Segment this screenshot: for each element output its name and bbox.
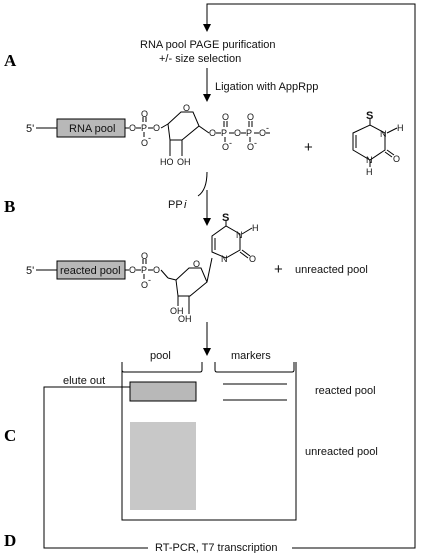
svg-text:P: P (141, 123, 147, 133)
ppi-release-arrow (197, 171, 208, 197)
panel-label-c: C (4, 426, 16, 445)
appRpp-structure (125, 111, 270, 156)
svg-text:P: P (246, 128, 252, 138)
elute-out-label: elute out (63, 375, 105, 387)
svg-text:O: O (153, 123, 160, 133)
svg-text:H: H (252, 223, 259, 233)
svg-text:O: O (141, 280, 148, 290)
svg-text:O: O (141, 109, 148, 119)
svg-text:OH: OH (178, 314, 192, 324)
thiouracil-structure (352, 119, 398, 167)
svg-text:O: O (393, 154, 400, 164)
reacted-nucleotide-structure (125, 220, 253, 314)
svg-text:H: H (366, 167, 373, 177)
plus-sign-top: + (304, 139, 313, 156)
svg-text:P: P (221, 128, 227, 138)
svg-text:O: O (247, 142, 254, 152)
svg-text:-: - (254, 138, 257, 148)
svg-text:O: O (249, 254, 256, 264)
ppi-label: PP (168, 199, 183, 211)
purification-text: RNA pool PAGE purification (140, 39, 276, 51)
reacted-pool-gel-label: reacted pool (315, 385, 376, 397)
appRpp-atoms: O P O O - O O HO OH O P O O - O P O O - … (129, 103, 269, 167)
svg-text:HO: HO (160, 157, 174, 167)
svg-text:O: O (153, 265, 160, 275)
panel-label-a: A (4, 51, 17, 70)
svg-text:O: O (141, 251, 148, 261)
svg-text:O: O (183, 103, 190, 113)
svg-text:N: N (221, 254, 228, 264)
unreacted-pool-label: unreacted pool (295, 264, 368, 276)
svg-text:P: P (141, 265, 147, 275)
svg-text:N: N (236, 230, 243, 240)
panel-label-d: D (4, 531, 16, 550)
reacted-band (129, 381, 197, 402)
panel-label-b: B (4, 197, 15, 216)
pool-lane-header: pool (150, 350, 171, 362)
svg-text:O: O (234, 128, 241, 138)
ligation-text: Ligation with AppRpp (215, 81, 318, 93)
svg-text:S: S (366, 110, 373, 122)
five-prime-label-top: 5' (26, 123, 34, 135)
plus-sign-middle: + (274, 261, 283, 278)
markers-lane-header: markers (231, 350, 271, 362)
svg-text:O: O (222, 112, 229, 122)
svg-text:OH: OH (170, 306, 184, 316)
unreacted-pool-gel-label: unreacted pool (305, 446, 378, 458)
cycle-return-line (203, 3, 416, 549)
ppi-subscript: i (184, 199, 187, 211)
thiouracil-atoms: S N H O N H (366, 110, 404, 177)
svg-text:OH: OH (177, 157, 191, 167)
svg-text:O: O (141, 138, 148, 148)
svg-text:-: - (148, 275, 151, 285)
size-selection-text: +/- size selection (159, 53, 241, 65)
reacted-nucleotide-atoms: O P O O - O O OH OH S N H O N (129, 212, 259, 324)
svg-text:O: O (129, 123, 136, 133)
svg-text:O: O (129, 265, 136, 275)
svg-text:H: H (397, 123, 404, 133)
svg-text:N: N (366, 155, 373, 165)
svg-text:-: - (229, 138, 232, 148)
svg-text:S: S (222, 212, 229, 224)
svg-text:O: O (259, 128, 266, 138)
svg-text:O: O (193, 259, 200, 269)
reacted-pool-label: reacted pool (60, 265, 121, 277)
svg-text:-: - (266, 123, 269, 133)
elution-line (43, 386, 148, 549)
svg-text:O: O (209, 128, 216, 138)
svg-text:N: N (380, 129, 387, 139)
svg-text:O: O (247, 112, 254, 122)
svg-text:O: O (222, 142, 229, 152)
unreacted-smear (130, 422, 196, 510)
gel: pool markers (121, 350, 297, 521)
rna-pool-label: RNA pool (69, 123, 115, 135)
rtpcr-label: RT-PCR, T7 transcription (155, 542, 277, 553)
svg-text:-: - (148, 133, 151, 143)
five-prime-label-middle: 5' (26, 265, 34, 277)
